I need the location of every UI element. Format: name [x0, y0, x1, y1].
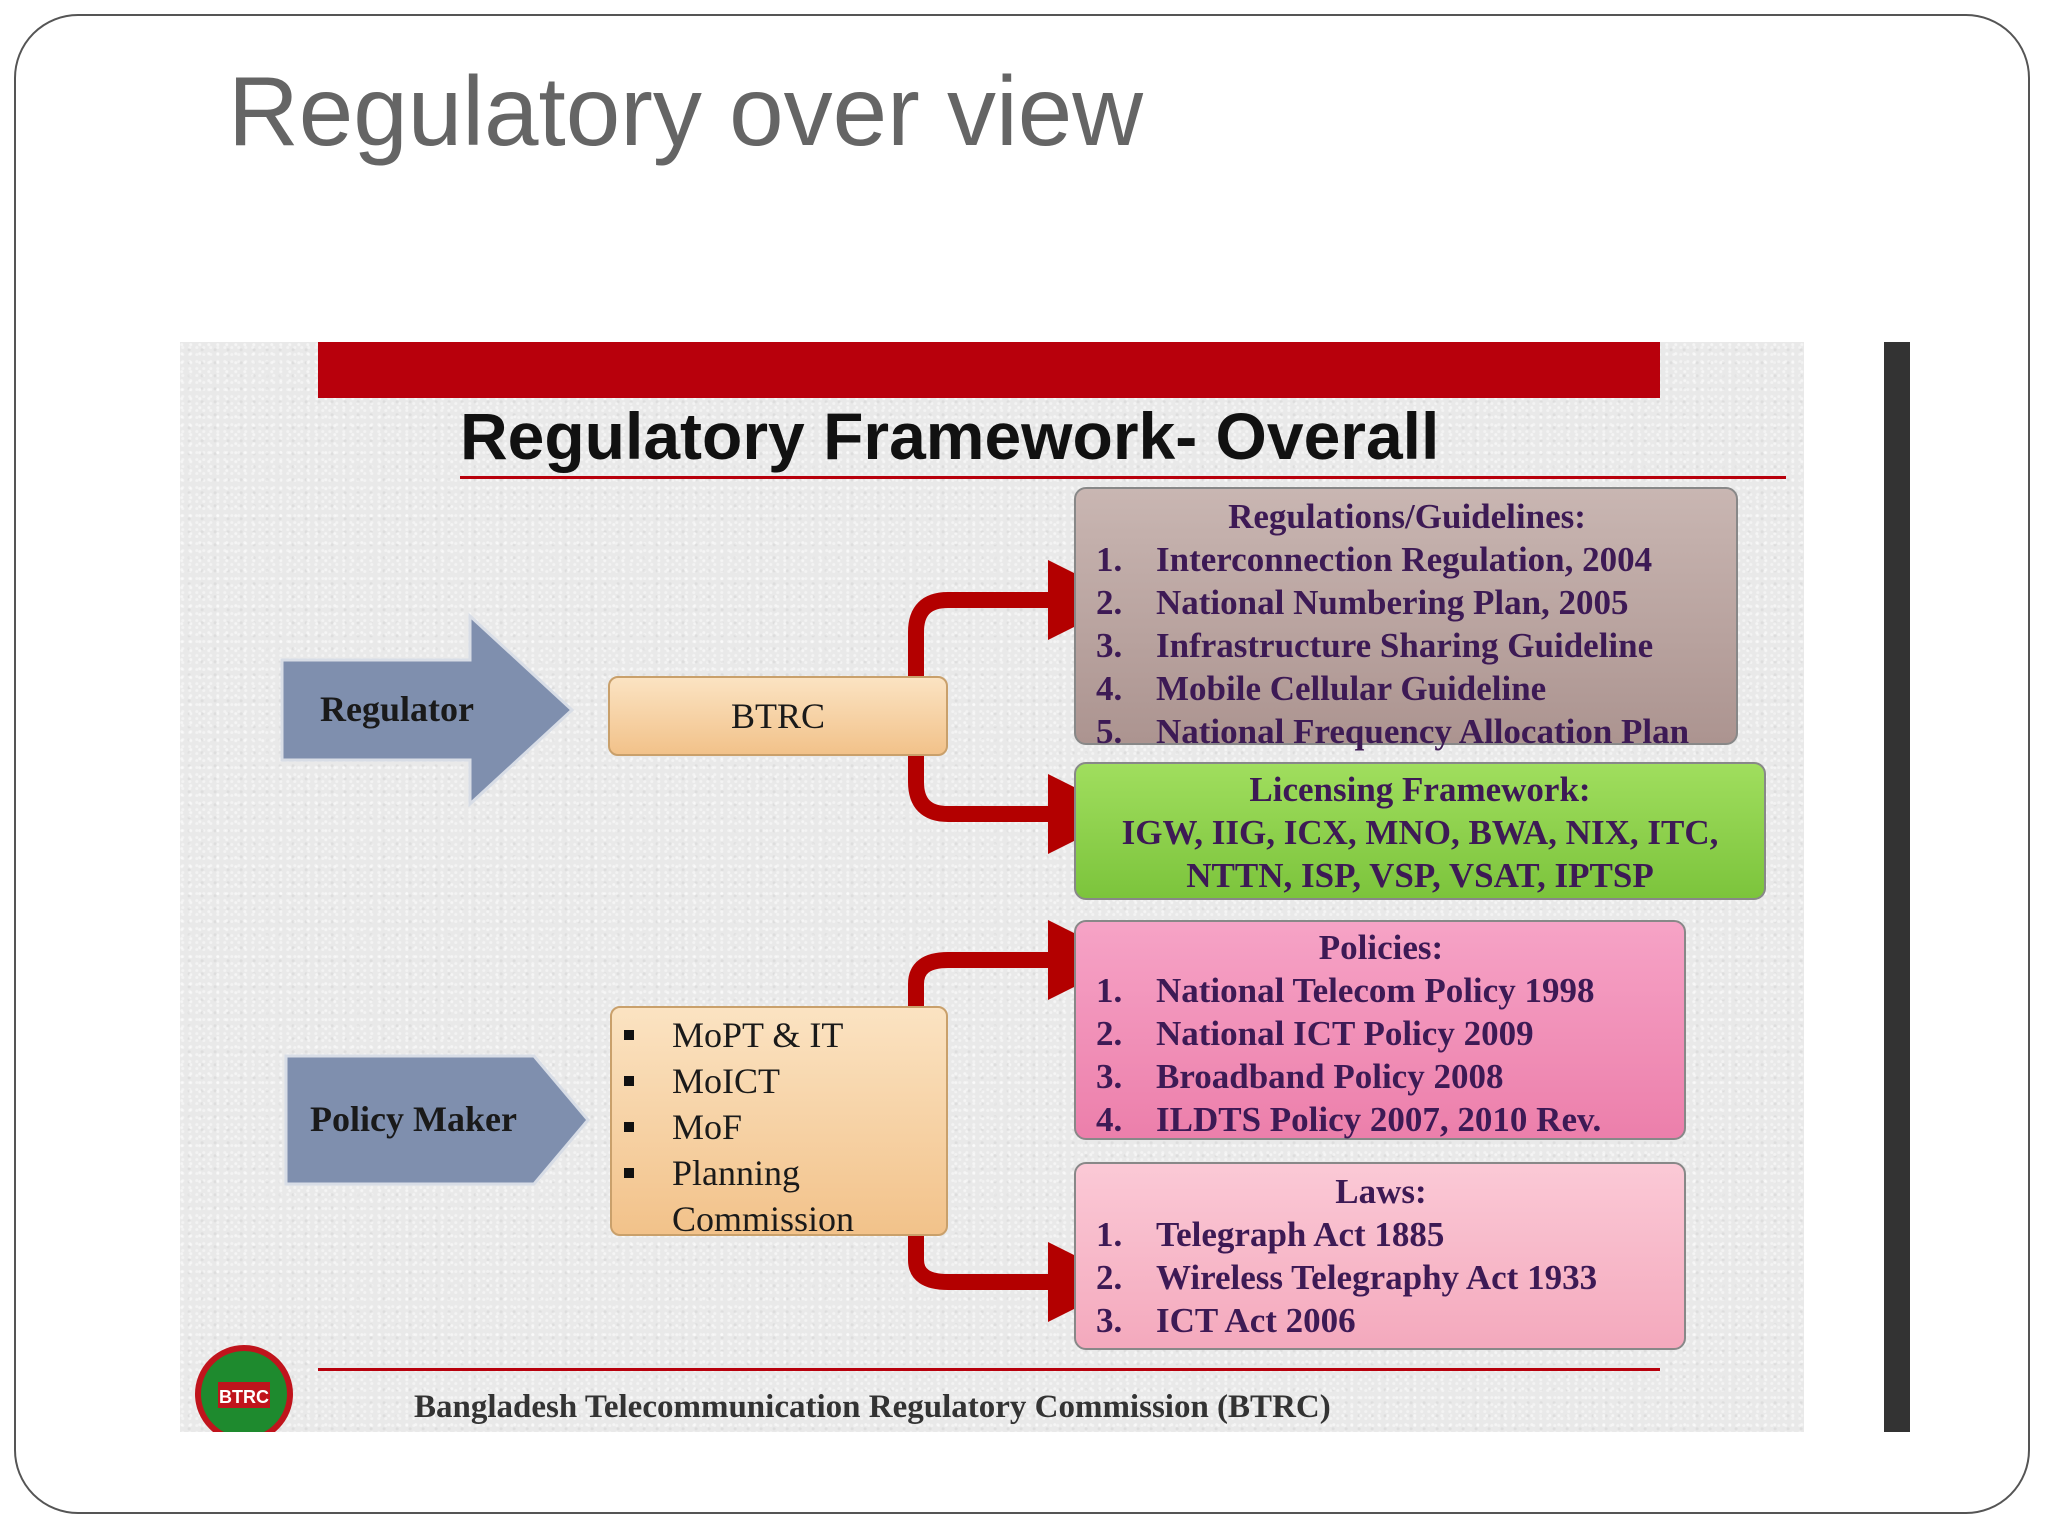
- bullet-square: [624, 1122, 634, 1132]
- licensing-line-2: NTTN, ISP, VSP, VSAT, IPTSP: [1186, 856, 1654, 895]
- list-item: 4.ILDTS Policy 2007, 2010 Rev.: [1096, 1100, 1602, 1139]
- title-underline: [460, 476, 1786, 479]
- btrc-box: BTRC: [608, 676, 948, 756]
- embedded-slide-image: BTRC Regulatory Framework- Overall Regul…: [180, 342, 1804, 1432]
- btrc-logo-band: [218, 1382, 270, 1408]
- side-bar: [1884, 342, 1910, 1432]
- btrc-label: BTRC: [730, 696, 826, 736]
- regulations-box: Regulations/Guidelines: 1.Interconnectio…: [1074, 487, 1738, 751]
- policy-maker-block-arrow: [284, 1054, 590, 1186]
- list-item: 3.Broadband Policy 2008: [1096, 1057, 1504, 1096]
- footer-organization-name: Bangladesh Telecommunication Regulatory …: [414, 1389, 1331, 1425]
- bullet-square: [624, 1030, 634, 1040]
- list-item: 4.Mobile Cellular Guideline: [1096, 669, 1547, 708]
- bullet-square: [624, 1076, 634, 1086]
- licensing-line-1: IGW, IIG, ICX, MNO, BWA, NIX, ITC,: [1121, 813, 1719, 852]
- list-item: 3.ICT Act 2006: [1096, 1301, 1356, 1340]
- top-red-bar: [318, 342, 1660, 398]
- list-item: 2.Wireless Telegraphy Act 1933: [1096, 1258, 1598, 1297]
- laws-box: Laws: 1.Telegraph Act 1885 2.Wireless Te…: [1074, 1162, 1686, 1350]
- connector-policymaker-to-policies: [908, 920, 1128, 1012]
- policy-maker-item: MoPT & IT: [612, 1012, 946, 1058]
- policy-maker-item: Planning Commission: [612, 1150, 946, 1242]
- policy-maker-item: MoICT: [612, 1058, 946, 1104]
- licensing-box: Licensing Framework: IGW, IIG, ICX, MNO,…: [1074, 762, 1766, 900]
- list-item: 5.National Frequency Allocation Plan: [1096, 712, 1690, 751]
- regulations-list: 1.Interconnection Regulation, 2004 2.Nat…: [1096, 538, 1718, 753]
- footer-rule: [318, 1368, 1660, 1371]
- framework-title: Regulatory Framework- Overall: [460, 399, 1440, 473]
- policy-maker-item: MoF: [612, 1104, 946, 1150]
- policy-maker-box: MoPT & IT MoICT MoF Planning Commission: [610, 1006, 948, 1239]
- btrc-logo-text: BTRC: [219, 1387, 269, 1407]
- list-item: 2.National ICT Policy 2009: [1096, 1014, 1534, 1053]
- connector-policymaker-to-laws: [908, 1234, 1128, 1322]
- laws-list: 1.Telegraph Act 1885 2.Wireless Telegrap…: [1096, 1213, 1666, 1342]
- policy-maker-list: MoPT & IT MoICT MoF Planning Commission: [612, 1012, 946, 1242]
- policies-box: Policies: 1.National Telecom Policy 1998…: [1074, 920, 1686, 1140]
- laws-title: Laws:: [1335, 1172, 1427, 1211]
- diagram-graphics: BTRC: [195, 342, 1786, 1432]
- connector-btrc-to-regulations: [908, 560, 1128, 677]
- licensing-title: Licensing Framework:: [1249, 770, 1591, 809]
- policies-title: Policies:: [1318, 928, 1444, 967]
- list-item: 2.National Numbering Plan, 2005: [1096, 583, 1629, 622]
- policy-maker-label: Policy Maker: [310, 1099, 517, 1139]
- slide-title: Regulatory over view: [228, 56, 1144, 166]
- regulator-label: Regulator: [320, 689, 474, 729]
- list-item: 1.Interconnection Regulation, 2004: [1096, 540, 1653, 579]
- regulator-block-arrow: [280, 612, 575, 808]
- list-item: 1.National Telecom Policy 1998: [1096, 971, 1595, 1010]
- regulations-title: Regulations/Guidelines:: [1228, 497, 1586, 536]
- list-item: 3.Infrastructure Sharing Guideline: [1096, 626, 1654, 665]
- list-item: 1.Telegraph Act 1885: [1096, 1215, 1445, 1254]
- bullet-square: [624, 1168, 634, 1178]
- connector-btrc-to-licensing: [908, 754, 1128, 854]
- policies-list: 1.National Telecom Policy 1998 2.Nationa…: [1096, 969, 1666, 1141]
